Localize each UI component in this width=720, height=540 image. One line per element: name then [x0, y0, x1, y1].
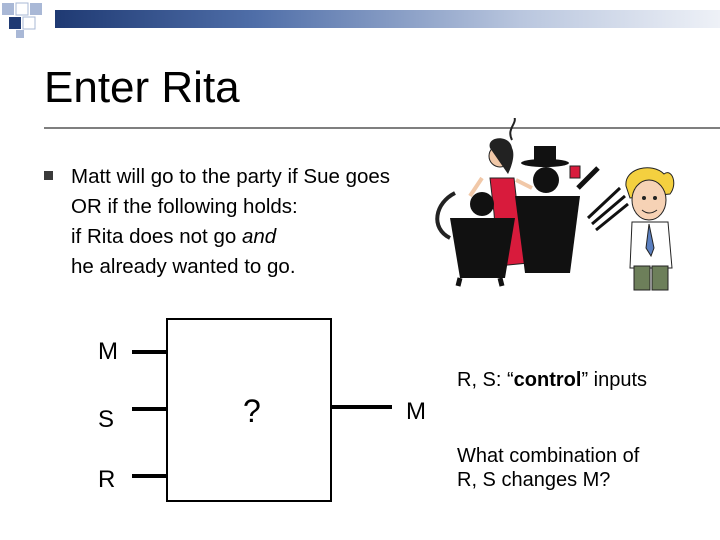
control-inputs-note: R, S: “control” inputs: [457, 368, 647, 392]
corner-squares-decoration: [2, 2, 42, 38]
title-bar-decoration: [55, 10, 720, 28]
input-wire-m: [132, 350, 166, 354]
control-note-bold: control: [513, 369, 582, 391]
input-label-m: M: [98, 338, 118, 365]
latch-box: [166, 318, 332, 502]
bullet-line-3-italic: and: [241, 225, 277, 248]
bullet-text: Matt will go to the party if Sue goes OR…: [71, 162, 491, 282]
control-note-suffix: ” inputs: [581, 369, 648, 391]
bullet-line-2: OR if the following holds:: [71, 195, 298, 218]
question-note: What combination of R, S changes M?: [457, 444, 639, 492]
input-label-s: S: [98, 406, 115, 433]
output-label-m: M: [406, 398, 426, 425]
party-people-clipart-icon: [435, 118, 675, 291]
title-divider: [44, 127, 720, 129]
bullet-line-3: if Rita does not go and: [71, 222, 491, 252]
slide-title: Enter Rita: [44, 63, 240, 112]
question-note-line-2: R, S changes M?: [457, 469, 611, 491]
bullet-line-1: Matt will go to the party if Sue goes: [71, 165, 391, 188]
bullet-line-3-text: if Rita does not go: [71, 225, 242, 248]
input-wire-r: [132, 474, 166, 478]
square-bullet-icon: [44, 171, 53, 180]
control-note-prefix: R, S: “: [457, 369, 514, 391]
latch-unknown-label: ?: [243, 393, 261, 429]
input-wire-s: [132, 407, 166, 411]
input-label-r: R: [98, 466, 116, 493]
bullet-line-4: he already wanted to go.: [71, 255, 296, 278]
question-note-line-1: What combination of: [457, 445, 640, 467]
output-wire-m: [332, 405, 392, 409]
